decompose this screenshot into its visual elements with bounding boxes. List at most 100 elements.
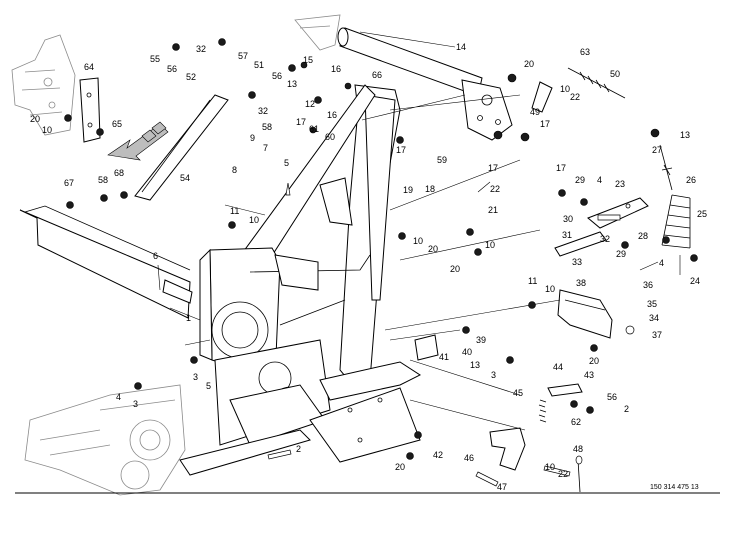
callout-37: 37	[652, 330, 662, 340]
spring-part-45	[538, 399, 547, 423]
callout-11: 11	[528, 276, 537, 286]
callout-10: 10	[485, 240, 495, 250]
pin-part-48	[575, 455, 583, 493]
callout-68: 68	[114, 168, 124, 178]
callout-35: 35	[647, 299, 657, 309]
callout-12: 12	[305, 99, 315, 109]
callout-52: 52	[186, 72, 196, 82]
callout-13: 13	[287, 79, 297, 89]
callout-20: 20	[589, 356, 599, 366]
callout-4: 4	[116, 392, 121, 402]
callout-62: 62	[571, 417, 581, 427]
callout-66: 66	[372, 70, 382, 80]
callout-3: 3	[133, 399, 138, 409]
callout-3: 3	[193, 372, 198, 382]
callout-22: 22	[570, 92, 580, 102]
callout-55: 55	[150, 54, 160, 64]
plate-part-41	[414, 334, 439, 361]
callout-22: 22	[490, 184, 500, 194]
callout-5: 5	[206, 381, 211, 391]
drawing-number: 150 314 475 13	[650, 484, 699, 491]
callout-58: 58	[98, 175, 108, 185]
callout-16: 16	[331, 64, 341, 74]
ghost-frame-top-right	[294, 14, 341, 51]
callout-64: 64	[84, 62, 94, 72]
callout-8: 8	[232, 165, 237, 175]
callout-10: 10	[249, 215, 259, 225]
callout-60: 60	[325, 132, 335, 142]
bracket-part-46	[489, 427, 526, 471]
lower-frame-section	[179, 339, 422, 476]
callout-65: 65	[112, 119, 122, 129]
fasteners	[64, 38, 698, 487]
strip-part-54	[134, 94, 229, 201]
callout-2: 2	[296, 444, 301, 454]
bracket-part-64	[79, 77, 101, 143]
callout-9: 9	[250, 133, 255, 143]
callout-labels: 14 20 63 50 49 10 22 17 13 27 26 25 24 5…	[30, 42, 707, 492]
callout-15: 15	[303, 55, 313, 65]
callout-14: 14	[456, 42, 466, 52]
callout-3: 3	[491, 370, 496, 380]
callout-56: 56	[607, 392, 617, 402]
callout-34: 34	[649, 313, 659, 323]
callout-11: 11	[230, 206, 239, 216]
callout-10: 10	[545, 462, 555, 472]
callout-26: 26	[686, 175, 696, 185]
callout-63: 63	[580, 47, 590, 57]
callout-27: 27	[652, 145, 662, 155]
callout-17: 17	[540, 119, 550, 129]
callout-22: 22	[558, 469, 568, 479]
callout-2: 2	[624, 404, 629, 414]
ghost-frame-top-left	[11, 34, 76, 136]
ghost-frame-bottom-left	[24, 384, 186, 496]
rod-part-50	[567, 67, 626, 99]
callout-31: 31	[562, 230, 572, 240]
callout-44: 44	[553, 362, 563, 372]
callout-20: 20	[450, 264, 460, 274]
callout-39: 39	[476, 335, 486, 345]
callout-49: 49	[530, 107, 540, 117]
callout-18: 18	[425, 184, 435, 194]
callout-16: 16	[327, 110, 337, 120]
callout-43: 43	[584, 370, 594, 380]
plate-part-6	[19, 205, 193, 319]
callout-29: 29	[575, 175, 585, 185]
callout-13: 13	[470, 360, 480, 370]
callout-19: 19	[403, 185, 413, 195]
callout-67: 67	[64, 178, 74, 188]
main-frame-part-1	[199, 84, 401, 389]
callout-4: 4	[597, 175, 602, 185]
callout-56: 56	[167, 64, 177, 74]
assembly-lines	[184, 94, 561, 431]
callout-47: 47	[497, 482, 507, 492]
lever-part-43	[547, 383, 583, 397]
callout-46: 46	[464, 453, 474, 463]
callout-45: 45	[513, 388, 523, 398]
callout-5: 5	[284, 158, 289, 168]
callout-56: 56	[272, 71, 282, 81]
bracket-part-38	[557, 289, 613, 339]
callout-24: 24	[690, 276, 700, 286]
callout-17: 17	[488, 163, 498, 173]
callout-58: 58	[262, 122, 272, 132]
callout-51: 51	[254, 60, 264, 70]
callout-32: 32	[258, 106, 268, 116]
callout-28: 28	[638, 231, 648, 241]
callout-20: 20	[524, 59, 534, 69]
callout-57: 57	[238, 51, 248, 61]
callout-4: 4	[659, 258, 664, 268]
callout-7: 7	[263, 143, 268, 153]
callout-40: 40	[462, 347, 472, 357]
callout-1: 1	[186, 313, 191, 323]
lever-part-23	[554, 197, 649, 257]
callout-61: 61	[309, 124, 319, 134]
callout-41: 41	[439, 352, 449, 362]
callout-48: 48	[573, 444, 583, 454]
callout-30: 30	[563, 214, 573, 224]
callout-32: 32	[600, 234, 610, 244]
callout-20: 20	[395, 462, 405, 472]
rod-part-26	[659, 144, 673, 191]
callout-17: 17	[296, 117, 306, 127]
